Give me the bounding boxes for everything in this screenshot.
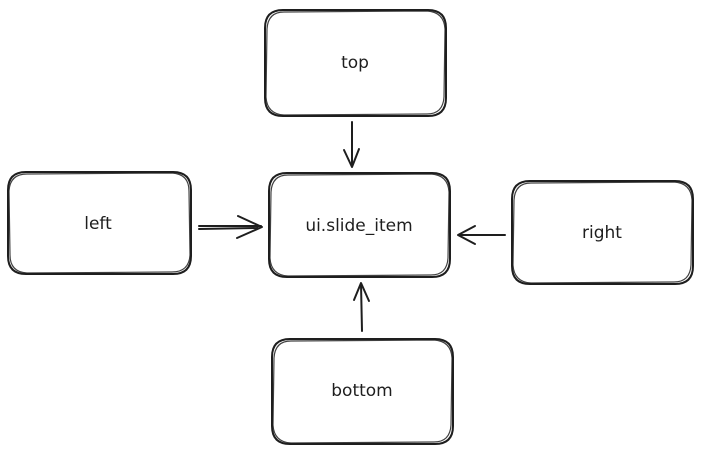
node-left-label: left [84,214,112,234]
node-right-box-sketch [512,181,693,284]
arrow-right-to-center-head [457,225,476,245]
arrow-bottom-to-center-head [353,282,370,302]
node-right-label: right [582,223,622,243]
node-bottom[interactable]: bottom [271,338,454,445]
arrow-bottom-to-center [353,282,370,332]
node-bottom-box [271,338,454,445]
node-right[interactable]: right [511,180,694,285]
arrow-left-to-center-head [236,215,263,239]
node-center-box [268,172,451,278]
arrow-top-to-center [343,121,360,168]
node-left[interactable]: left [7,171,192,275]
node-bottom-label: bottom [331,381,392,401]
arrow-bottom-to-center-line [360,283,363,332]
arrow-left-to-center [198,215,263,239]
node-bottom-box-sketch [272,339,453,444]
node-left-box-sketch [8,172,191,274]
node-top-label: top [341,53,369,73]
node-center-box-sketch [269,173,450,277]
arrow-top-to-center-head [343,148,360,168]
node-top[interactable]: top [264,9,447,117]
node-top-box [264,9,447,117]
node-right-box [511,180,694,285]
node-top-box-sketch [265,10,446,116]
arrow-left-to-center-line-sketch [198,227,259,230]
node-center-label: ui.slide_item [305,216,412,236]
node-center[interactable]: ui.slide_item [268,172,451,278]
node-left-box [7,171,192,275]
arrow-right-to-center [457,225,506,245]
